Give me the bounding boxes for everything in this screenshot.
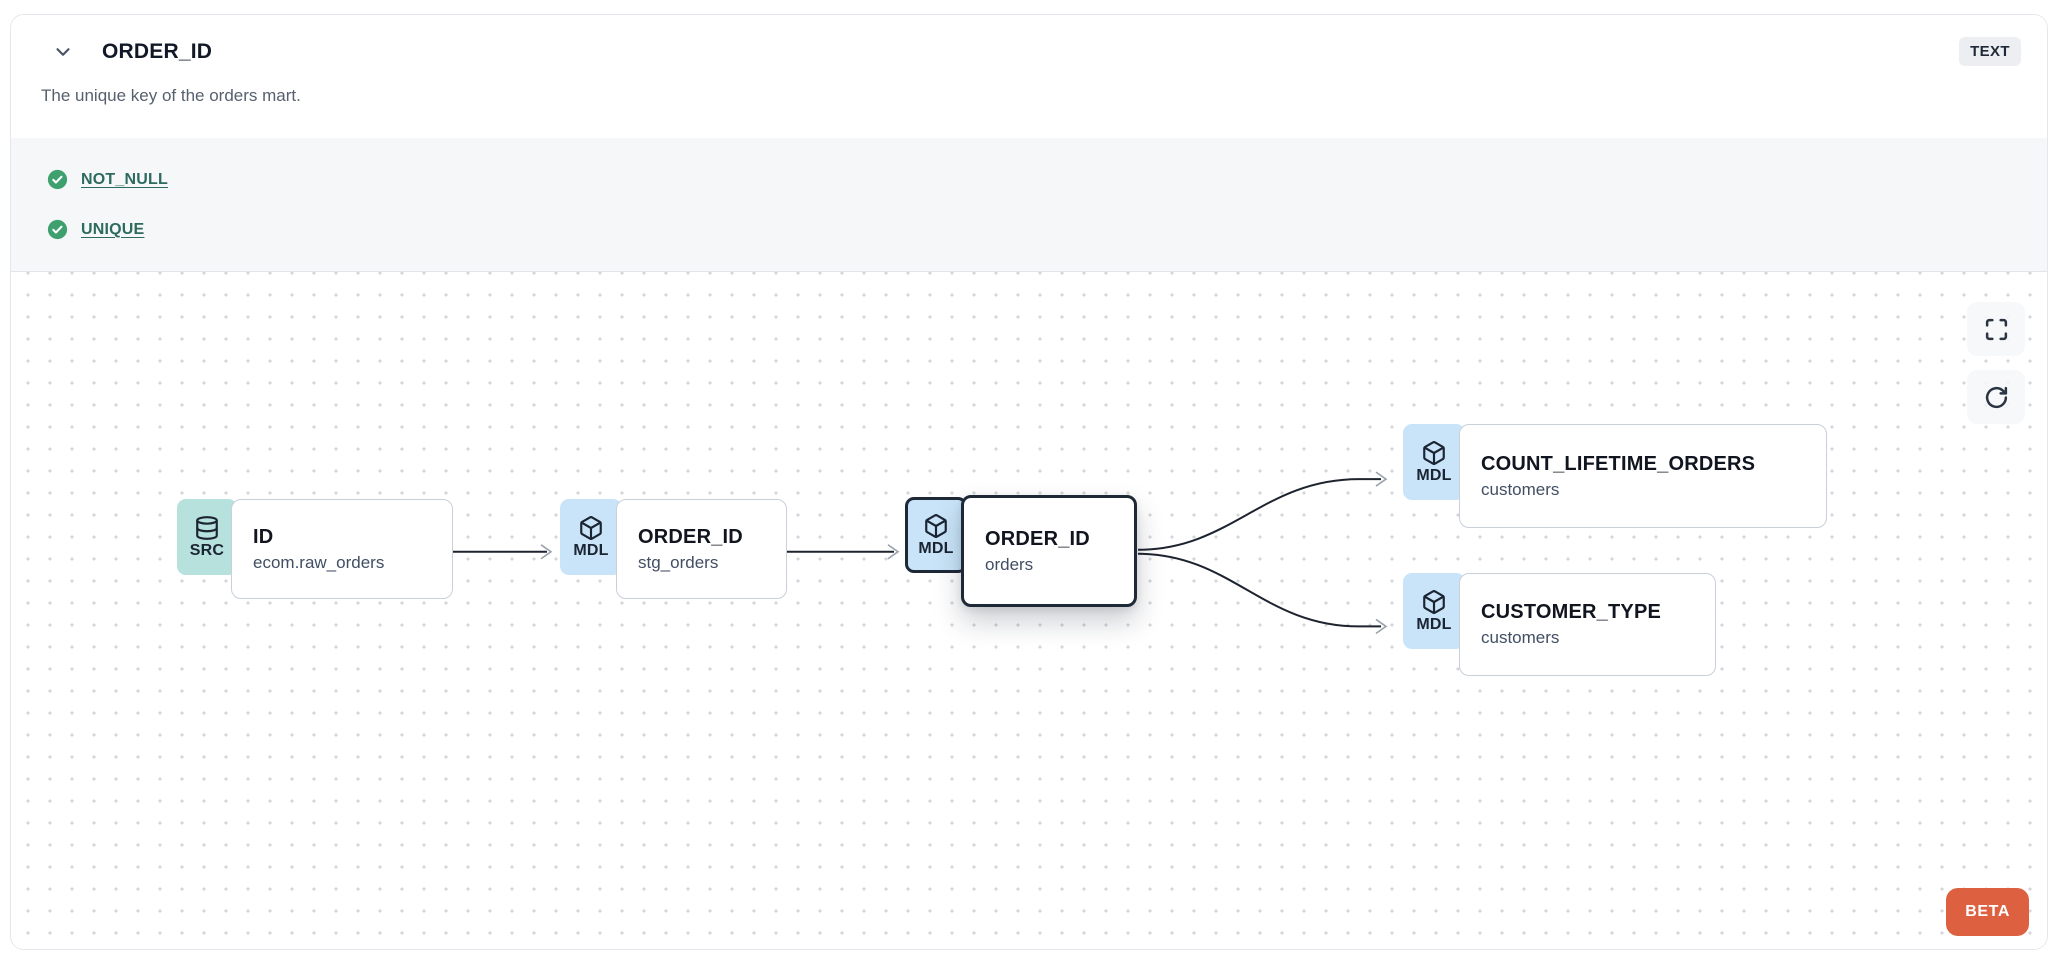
column-details-panel: ORDER_ID TEXT The unique key of the orde… [10,14,2048,950]
node-card: ORDER_ID stg_orders [616,499,787,599]
node-subtitle: customers [1481,479,1560,499]
node-type-badge-src: SRC [177,499,237,575]
node-subtitle: stg_orders [638,552,719,572]
node-type-label: SRC [189,541,225,559]
node-card: ORDER_ID orders [961,495,1137,607]
node-card: CUSTOMER_TYPE customers [1459,573,1716,676]
node-title: COUNT_LIFETIME_ORDERS [1481,452,1756,475]
refresh-button[interactable] [1967,370,2025,424]
lineage-canvas[interactable]: SRC ID ecom.raw_orders MDL ORDER_ID stg_… [11,271,2047,949]
fullscreen-button[interactable] [1967,302,2025,356]
lineage-node-order-id-orders-selected[interactable]: MDL ORDER_ID orders [905,495,1137,607]
node-type-label: MDL [918,539,954,557]
node-type-label: MDL [1416,615,1452,633]
node-type-badge-mdl: MDL [1403,424,1465,500]
check-circle-icon [47,219,68,240]
collapse-button[interactable] [49,38,77,66]
node-type-label: MDL [1416,466,1452,484]
node-type-badge-mdl: MDL [1403,573,1465,649]
node-title: ID [253,525,274,548]
column-type-badge: TEXT [1959,37,2021,66]
check-circle-icon [47,169,68,190]
node-card: ID ecom.raw_orders [231,499,453,599]
lineage-node-id-ecom-raw-orders[interactable]: SRC ID ecom.raw_orders [177,499,453,599]
column-description: The unique key of the orders mart. [41,86,301,105]
lineage-node-order-id-stg-orders[interactable]: MDL ORDER_ID stg_orders [560,499,787,599]
database-icon [194,515,220,541]
node-subtitle: customers [1481,628,1560,647]
node-card: COUNT_LIFETIME_ORDERS customers [1459,424,1827,528]
test-link-unique[interactable]: UNIQUE [81,220,145,238]
tests-section: NOT_NULL UNIQUE [11,138,2047,271]
chevron-down-icon [52,41,74,63]
rotate-cw-icon [1984,385,2009,410]
test-row-unique: UNIQUE [47,217,2011,243]
column-title: ORDER_ID [102,39,213,63]
test-row-not-null: NOT_NULL [47,167,2011,193]
panel-header: ORDER_ID TEXT The unique key of the orde… [11,15,2047,138]
node-type-badge-mdl: MDL [560,499,622,575]
box-icon [1421,589,1447,615]
node-subtitle: orders [985,554,1034,574]
test-link-not-null[interactable]: NOT_NULL [81,170,168,188]
canvas-controls [1967,302,2025,424]
title-row: ORDER_ID TEXT [39,37,2021,66]
node-subtitle: ecom.raw_orders [253,552,385,572]
node-type-label: MDL [573,541,609,559]
lineage-edges [453,471,1388,635]
maximize-icon [1984,317,2009,342]
node-title: ORDER_ID [985,527,1090,550]
lineage-node-customer-type-customers[interactable]: MDL CUSTOMER_TYPE customers [1403,573,1716,676]
beta-badge: BETA [1946,888,2029,936]
node-title: CUSTOMER_TYPE [1481,601,1662,623]
box-icon [923,513,949,539]
box-icon [578,515,604,541]
node-type-badge-mdl: MDL [905,497,967,573]
box-icon [1421,440,1447,466]
node-title: ORDER_ID [638,525,743,548]
lineage-node-count-lifetime-orders-customers[interactable]: MDL COUNT_LIFETIME_ORDERS customers [1403,424,1827,528]
